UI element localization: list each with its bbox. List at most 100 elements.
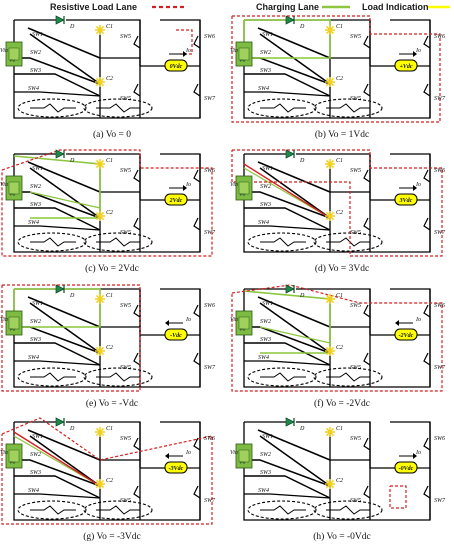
branch-sw4	[14, 225, 101, 231]
load-value: -0Vdc	[399, 466, 414, 472]
capacitor-c1-label: C1	[336, 158, 343, 164]
switch-mark	[363, 217, 371, 231]
driver-ellipse-right	[313, 367, 383, 387]
sw3-label: SW3	[260, 470, 271, 476]
capacitor-c2-label: C2	[106, 76, 113, 82]
sw3-label: SW3	[30, 337, 41, 343]
vin-label: Vin	[0, 182, 8, 188]
driver-ellipse-left	[17, 500, 87, 520]
sw4-label: SW4	[258, 85, 269, 92]
capacitor-c1-label: C1	[336, 24, 343, 30]
driver-ellipse-right	[83, 500, 153, 520]
panel-caption: (e) Vo = -Vdc	[86, 398, 138, 409]
diode-label: D	[299, 426, 305, 432]
sw5-label: SW5	[350, 168, 361, 174]
capacitor-c1-icon	[325, 427, 335, 437]
driver-symbol-right	[96, 237, 140, 247]
load-indicator	[164, 193, 188, 206]
switch-mark	[193, 169, 201, 183]
capacitor-ray	[329, 211, 335, 217]
sw5b-label: SW5	[350, 230, 361, 236]
legend-charging-label: Charging Lane	[256, 2, 319, 12]
diag-long	[29, 435, 101, 487]
capacitor-c2-label: C2	[336, 76, 343, 82]
sw3-label: SW3	[30, 68, 41, 74]
driver-symbol-right	[326, 372, 370, 382]
capacitor-c2-icon	[325, 211, 335, 221]
load-value: 0Vdc	[170, 64, 183, 70]
capacitor-c2-icon	[325, 346, 335, 356]
driver-symbol-right	[96, 103, 140, 113]
charging-path-mid	[259, 326, 331, 344]
diag-sw1	[27, 296, 101, 328]
current-arrow-head	[165, 320, 169, 326]
switch-mark	[133, 352, 141, 366]
driver-ellipse-left	[17, 98, 87, 118]
sw7-label: SW7	[434, 365, 446, 371]
load-indicator	[164, 328, 188, 341]
diode-icon	[55, 149, 65, 159]
branch-sw4	[14, 360, 101, 366]
diode-label: D	[69, 24, 75, 30]
panel-caption: (c) Vo = 2Vdc	[85, 263, 139, 274]
load-value: -3Vdc	[169, 466, 184, 472]
switch-mark	[423, 83, 431, 97]
capacitor-ray	[99, 427, 105, 433]
load-indicator	[394, 461, 418, 474]
switch-mark	[193, 35, 201, 49]
diag-long	[259, 435, 331, 487]
panel-caption: (h) Vo = -0Vdc	[313, 531, 371, 542]
switch-mark	[423, 485, 431, 499]
capacitor-c1-icon	[325, 159, 335, 169]
capacitor-ray	[99, 159, 105, 165]
driver-symbol-right	[326, 103, 370, 113]
sw6-label: SW6	[204, 34, 215, 40]
branch-sw3	[244, 342, 331, 366]
branch-sw4	[244, 225, 331, 231]
driver-ellipse-right	[313, 98, 383, 118]
capacitor-c2-label: C2	[336, 345, 343, 351]
vin-label: Vin	[0, 48, 8, 54]
branch-sw2	[244, 459, 331, 487]
switch-mark	[133, 169, 141, 183]
capacitor-c2-label: C2	[106, 478, 113, 484]
diode-icon	[285, 284, 295, 294]
resistive-diagonal	[243, 163, 331, 219]
pv-cell	[238, 316, 250, 330]
resistive-diagonal	[13, 431, 101, 487]
branch-sw3	[244, 475, 331, 499]
switch-mark	[363, 437, 371, 451]
sw2-label: SW2	[260, 50, 271, 56]
switch-mark	[363, 35, 371, 49]
sw7-label: SW7	[204, 230, 216, 236]
driver-ellipse-right	[83, 232, 153, 252]
sw4-label: SW4	[28, 487, 39, 494]
driver-symbol-left	[30, 103, 76, 113]
switch-mark	[363, 83, 371, 97]
sw7-label: SW7	[434, 498, 446, 504]
sw1-label: SW1	[262, 166, 273, 172]
switch-mark	[133, 35, 141, 49]
sw2-label: SW2	[260, 452, 271, 458]
driver-ellipse-left	[247, 232, 317, 252]
switch-mark	[133, 83, 141, 97]
sw6-label: SW6	[434, 34, 445, 40]
switch-mark	[363, 304, 371, 318]
diode-icon	[55, 417, 65, 427]
diag-sw1	[257, 27, 331, 59]
branch-sw4	[244, 360, 331, 366]
capacitor-c1-label: C1	[106, 293, 113, 299]
switch-mark	[423, 169, 431, 183]
capacitor-c2-icon	[325, 479, 335, 489]
capacitor-c2-icon	[95, 346, 105, 356]
capacitor-c1-label: C1	[106, 426, 113, 432]
sw5-label: SW5	[350, 436, 361, 442]
capacitor-c1-label: C1	[336, 426, 343, 432]
capacitor-c2-label: C2	[106, 345, 113, 351]
capacitor-c2-icon	[95, 211, 105, 221]
switch-mark	[423, 35, 431, 49]
sw1-label: SW1	[32, 434, 43, 440]
driver-ellipse-left	[17, 367, 87, 387]
